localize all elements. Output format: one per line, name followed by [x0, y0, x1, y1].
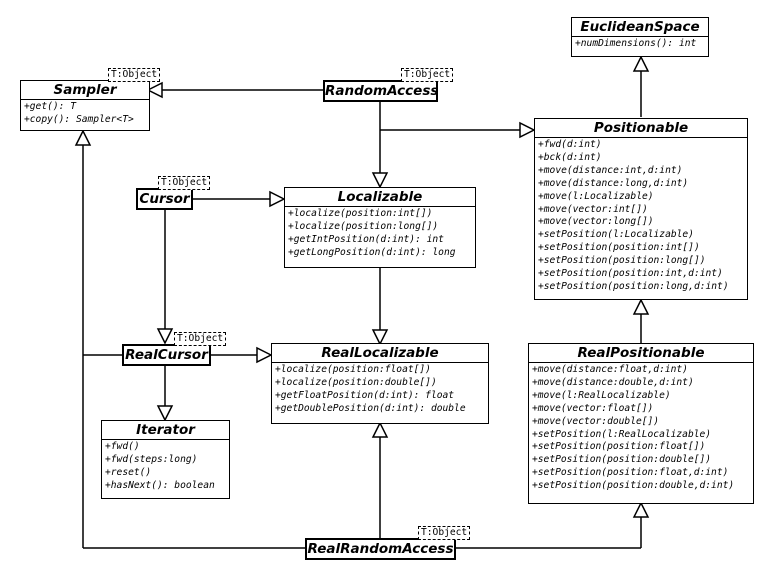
member-line: +move(distance:double,d:int)	[532, 376, 694, 388]
member-line: +move(distance:float,d:int)	[532, 364, 688, 375]
real-cursor-type-param: T:Object	[174, 332, 227, 346]
iterator-members: +fwd()+fwd(steps:long)+reset()+hasNext()…	[102, 440, 229, 495]
random-access-title: RandomAccess	[325, 83, 439, 99]
arrowhead-realpositionable-bottom	[632, 501, 650, 518]
iterator-interface[interactable]: Iterator +fwd()+fwd(steps:long)+reset()+…	[101, 420, 230, 499]
member-line: +get(): T	[24, 101, 76, 112]
member-line: +fwd(d:int)	[538, 139, 602, 150]
arrowhead-localizable-top	[371, 172, 389, 189]
member-line: +bck(d:int)	[538, 151, 602, 163]
member-line: +move(l:Localizable)	[538, 190, 654, 202]
euclidean-space-title: EuclideanSpace	[572, 18, 708, 37]
member-line: +setPosition(position:int[])	[538, 242, 700, 254]
sampler-members: +get(): T+copy(): Sampler<T>	[21, 100, 149, 129]
member-line: +move(distance:long,d:int)	[538, 177, 689, 189]
arrowhead-realcursor-top	[156, 328, 174, 345]
euclidean-space-interface[interactable]: EuclideanSpace +numDimensions(): int	[571, 17, 709, 57]
member-line: +reset()	[105, 466, 152, 478]
arrowhead-positionable-bottom	[632, 298, 650, 315]
member-line: +setPosition(position:double,d:int)	[532, 480, 735, 492]
random-access-type-param: T:Object	[401, 68, 454, 82]
real-positionable-members: +move(distance:float,d:int)+move(distanc…	[529, 363, 753, 495]
arrowhead-positionable-left	[519, 121, 536, 139]
arrowhead-reallocalizable-bottom	[371, 421, 389, 438]
member-line: +move(distance:int,d:int)	[538, 164, 683, 176]
arrowhead-sampler-right	[146, 81, 163, 99]
localizable-members: +localize(position:int[])+localize(posit…	[285, 207, 475, 262]
member-line: +setPosition(position:int,d:int)	[538, 268, 723, 280]
member-line: +setPosition(l:RealLocalizable)	[532, 428, 712, 440]
iterator-title: Iterator	[102, 421, 229, 440]
real-localizable-title: RealLocalizable	[272, 344, 488, 363]
random-access-class[interactable]: RandomAccess	[323, 80, 438, 102]
member-line: +setPosition(position:double[])	[532, 454, 712, 466]
cursor-class[interactable]: Cursor	[136, 188, 193, 210]
real-localizable-interface[interactable]: RealLocalizable +localize(position:float…	[271, 343, 489, 424]
arrowhead-reallocalizable-top	[371, 329, 389, 346]
arrowhead-euclidean-bottom	[632, 55, 650, 72]
member-line: +localize(position:float[])	[275, 364, 431, 375]
member-line: +getLongPosition(d:int): long	[288, 246, 456, 258]
member-line: +move(vector:double[])	[532, 415, 660, 427]
member-line: +fwd()	[105, 441, 140, 452]
real-localizable-members: +localize(position:float[])+localize(pos…	[272, 363, 488, 418]
localizable-interface[interactable]: Localizable +localize(position:int[])+lo…	[284, 187, 476, 268]
member-line: +localize(position:int[])	[288, 208, 433, 219]
localizable-title: Localizable	[285, 188, 475, 207]
arrowhead-iterator-top	[156, 405, 174, 422]
member-line: +copy(): Sampler<T>	[24, 113, 134, 125]
member-line: +move(l:RealLocalizable)	[532, 389, 671, 401]
member-line: +getFloatPosition(d:int): float	[275, 389, 455, 401]
arrowhead-localizable-left	[269, 190, 286, 208]
arrowhead-reallocalizable-left	[256, 346, 273, 364]
member-line: +setPosition(position:float[])	[532, 441, 706, 453]
positionable-interface[interactable]: Positionable +fwd(d:int)+bck(d:int)+move…	[534, 118, 748, 300]
positionable-title: Positionable	[535, 119, 747, 138]
member-line: +getIntPosition(d:int): int	[288, 233, 444, 245]
euclidean-space-members: +numDimensions(): int	[572, 37, 708, 53]
positionable-members: +fwd(d:int)+bck(d:int)+move(distance:int…	[535, 138, 747, 296]
sampler-interface[interactable]: Sampler +get(): T+copy(): Sampler<T>	[20, 80, 150, 131]
arrowhead-sampler-bottom	[74, 129, 92, 146]
member-line: +move(vector:float[])	[532, 402, 654, 414]
real-cursor-title: RealCursor	[125, 347, 208, 363]
member-line: +setPosition(position:long[])	[538, 255, 706, 267]
member-line: +setPosition(l:Localizable)	[538, 229, 694, 241]
member-line: +numDimensions(): int	[575, 38, 697, 49]
member-line: +localize(position:double[])	[275, 376, 437, 388]
real-positionable-interface[interactable]: RealPositionable +move(distance:float,d:…	[528, 343, 754, 504]
cursor-title: Cursor	[139, 191, 190, 207]
real-random-access-type-param: T:Object	[418, 526, 471, 540]
member-line: +fwd(steps:long)	[105, 453, 198, 465]
real-random-access-title: RealRandomAccess	[307, 541, 454, 557]
sampler-type-param: T:Object	[108, 68, 161, 82]
member-line: +getDoublePosition(d:int): double	[275, 402, 466, 414]
cursor-type-param: T:Object	[158, 176, 211, 190]
member-line: +move(vector:int[])	[538, 203, 648, 215]
member-line: +localize(position:long[])	[288, 220, 439, 232]
member-line: +hasNext(): boolean	[105, 479, 215, 491]
member-line: +setPosition(position:float,d:int)	[532, 467, 729, 479]
real-cursor-class[interactable]: RealCursor	[122, 344, 211, 366]
member-line: +setPosition(position:long,d:int)	[538, 280, 729, 292]
sampler-title: Sampler	[21, 81, 149, 100]
real-random-access-class[interactable]: RealRandomAccess	[305, 538, 456, 560]
member-line: +move(vector:long[])	[538, 216, 654, 228]
real-positionable-title: RealPositionable	[529, 344, 753, 363]
